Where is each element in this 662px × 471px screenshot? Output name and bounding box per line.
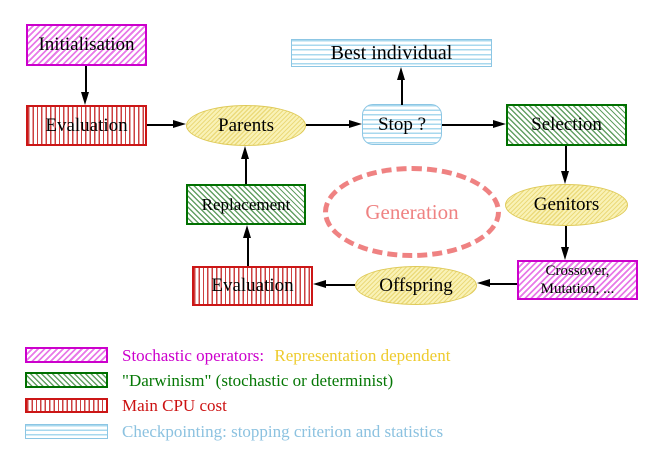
node-genitors: Genitors (505, 184, 628, 226)
crossover-line2: Mutation, ... (540, 281, 615, 297)
node-replacement: Replacement (186, 184, 306, 225)
node-parents: Parents (186, 105, 306, 146)
node-evaluation-bottom: Evaluation (192, 266, 313, 306)
crossover-line1: Crossover, (545, 263, 610, 279)
node-offspring: Offspring (355, 266, 477, 305)
node-crossover-mutation: Crossover, Mutation, ... (517, 260, 638, 300)
legend-label-stochastic-operators: Stochastic operators: Representation dep… (122, 346, 451, 365)
generation-loop-ellipse: Generation (323, 166, 501, 258)
node-best-individual: Best individual (291, 39, 492, 67)
legend-swatch-darwinism (25, 372, 108, 388)
node-evaluation-top: Evaluation (26, 105, 147, 146)
legend-label-checkpointing: Checkpointing: stopping criterion and st… (122, 422, 444, 441)
legend-label-cpu-cost: Main CPU cost (122, 396, 227, 415)
legend-swatch-checkpointing (25, 424, 108, 439)
node-selection: Selection (506, 104, 627, 146)
legend-label-darwinism: "Darwinism" (stochastic or determinist) (122, 371, 394, 390)
node-stop: Stop ? (362, 104, 442, 145)
legend-swatch-stochastic-operators (25, 347, 108, 363)
legend-swatch-cpu-cost (25, 398, 108, 413)
node-initialisation: Initialisation (26, 24, 147, 66)
